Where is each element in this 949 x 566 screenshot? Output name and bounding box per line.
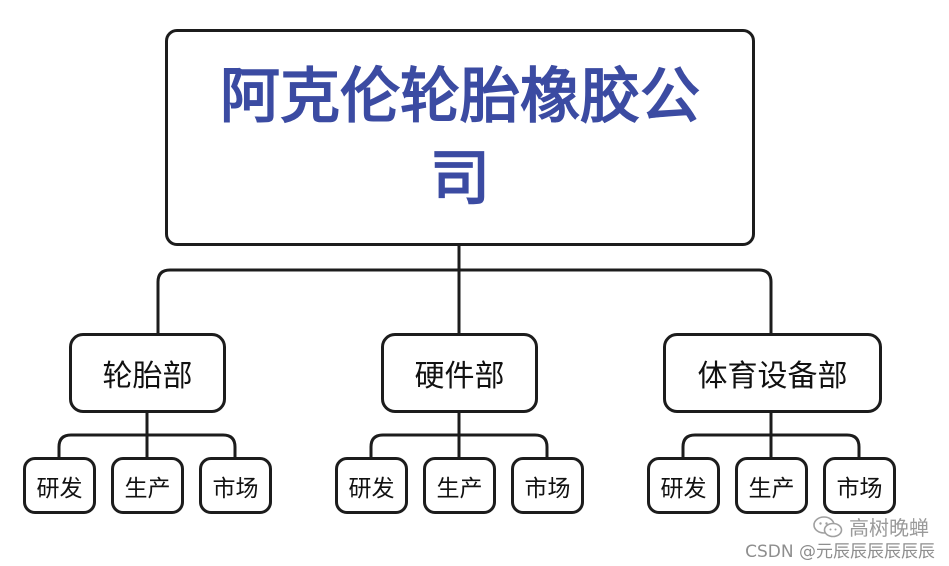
dept-node-tire: 轮胎部 — [69, 333, 226, 413]
root-node: 阿克伦轮胎橡胶公司 — [165, 29, 755, 246]
sub-node-market: 市场 — [199, 457, 272, 514]
sub-node-market: 市场 — [511, 457, 584, 514]
sub-node-production: 生产 — [735, 457, 808, 514]
root-title: 阿克伦轮胎橡胶公司 — [220, 61, 700, 214]
sub-node-rd: 研发 — [647, 457, 720, 514]
sub-node-rd: 研发 — [335, 457, 408, 514]
dept-label: 体育设备部 — [697, 359, 848, 394]
wechat-watermark: 高树晚蝉 — [813, 512, 929, 541]
sub-node-market: 市场 — [823, 457, 896, 514]
sub-label: 生产 — [748, 475, 795, 502]
sub-label: 市场 — [212, 475, 259, 502]
sub-node-production: 生产 — [111, 457, 184, 514]
sub-node-production: 生产 — [423, 457, 496, 514]
wechat-watermark-text: 高树晚蝉 — [849, 516, 929, 540]
sub-label: 生产 — [436, 475, 483, 502]
sub-node-rd: 研发 — [23, 457, 96, 514]
sub-label: 研发 — [348, 475, 395, 502]
sub-label: 生产 — [124, 475, 171, 502]
sub-label: 研发 — [660, 475, 707, 502]
wechat-icon — [813, 515, 843, 537]
sub-label: 市场 — [836, 475, 883, 502]
dept-label: 轮胎部 — [102, 359, 193, 394]
dept-label: 硬件部 — [414, 359, 505, 394]
sub-label: 研发 — [36, 475, 83, 502]
sub-label: 市场 — [524, 475, 571, 502]
dept-node-sports: 体育设备部 — [663, 333, 882, 413]
connector-level1-bus — [156, 268, 773, 335]
dept-node-hardware: 硬件部 — [381, 333, 538, 413]
csdn-watermark: CSDN @元辰辰辰辰辰辰 — [745, 542, 935, 562]
